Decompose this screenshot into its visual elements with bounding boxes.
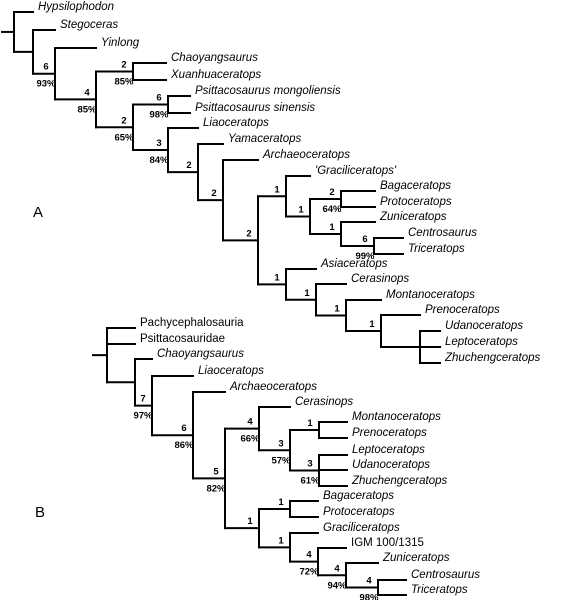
panel-a-bremer-support: 2 (186, 160, 191, 171)
panel-a-bootstrap-value: 64% (322, 204, 342, 215)
panel-a-taxon-stegoceras: Stegoceras (60, 19, 118, 31)
panel-a-bremer-support: 6 (362, 234, 367, 245)
panel-a-bremer-support: 1 (274, 184, 280, 195)
panel-b-bremer-support: 4 (366, 576, 372, 587)
panel-a-label: A (33, 204, 43, 221)
panel-b-bootstrap-value: 94% (327, 580, 347, 591)
panel-b-taxon-udanoceratops: Udanoceratops (352, 459, 430, 471)
panel-a-bremer-support: 2 (329, 187, 334, 198)
panel-b-taxon-liaoceratops: Liaoceratops (198, 365, 264, 377)
panel-a-taxon-archaeoceratops: Archaeoceratops (262, 149, 350, 161)
panel-a-bremer-support: 2 (121, 115, 126, 126)
panel-a-taxon-xuanhuaceratops: Xuanhuaceratops (170, 69, 261, 81)
panel-a-bootstrap-value: 85% (77, 104, 97, 115)
panel-b-taxon-bagaceratops: Bagaceratops (323, 490, 394, 502)
panel-b-bremer-support: 4 (247, 417, 253, 428)
panel-b-taxon-zuniceratops: Zuniceratops (382, 552, 450, 564)
panel-a-bootstrap-value: 65% (114, 132, 134, 143)
panel-b-bootstrap-value: 72% (299, 567, 319, 578)
panel-b-bremer-support: 6 (181, 423, 186, 434)
panel-b-taxon-pachycephalosauria: Pachycephalosauria (140, 317, 244, 329)
panel-b-taxon-triceratops: Triceratops (411, 584, 468, 596)
panel-a-bremer-support: 2 (121, 60, 126, 71)
panel-a-bremer-support: 6 (156, 93, 161, 104)
panel-a-taxon-hypsilophodon: Hypsilophodon (38, 1, 114, 13)
panel-a-taxon-psittacosaurus-mongoliensis: Psittacosaurus mongoliensis (195, 85, 341, 97)
panel-a-bootstrap-value: 99% (355, 251, 375, 262)
panel-a-taxon-yamaceratops: Yamaceratops (228, 133, 302, 145)
panel-b-taxon-psittacosauridae: Psittacosauridae (140, 333, 225, 345)
panel-a-bremer-support: 3 (156, 138, 161, 149)
panel-b-bootstrap-value: 97% (133, 411, 153, 422)
panel-a-bremer-support: 1 (369, 319, 375, 330)
panel-a-taxon-prenoceratops: Prenoceratops (425, 304, 500, 316)
panel-b-bremer-support: 1 (307, 418, 313, 429)
panel-b-taxon-chaoyangsaurus: Chaoyangsaurus (157, 348, 244, 360)
panel-a-bootstrap-value: 85% (114, 77, 134, 88)
panel-b-bremer-support: 4 (334, 563, 340, 574)
panel-b-taxon-montanoceratops: Montanoceratops (352, 411, 441, 423)
panel-b-bootstrap-value: 82% (206, 483, 226, 494)
panel-b-bremer-support: 4 (306, 550, 312, 561)
panel-a-bremer-support: 4 (84, 87, 90, 98)
panel-b-bremer-support: 1 (247, 516, 253, 527)
panel-a-tree: HypsilophodonStegocerasYinlongChaoyangsa… (1, 1, 541, 364)
panel-a-taxon-asiaceratops: Asiaceratops (320, 258, 388, 270)
panel-a-bremer-support: 1 (329, 222, 335, 233)
panel-a-bremer-support: 2 (211, 188, 216, 199)
panel-a-taxon-yinlong: Yinlong (101, 37, 140, 49)
panel-b-bremer-support: 3 (307, 459, 312, 470)
panel-b-bremer-support: 1 (278, 535, 284, 546)
panel-a-taxon-montanoceratops: Montanoceratops (386, 289, 475, 301)
panel-a-bremer-support: 1 (274, 272, 280, 283)
panel-a-taxon-leptoceratops: Leptoceratops (445, 336, 518, 348)
panel-a-taxon-zuniceratops: Zuniceratops (379, 211, 447, 223)
panel-b-bootstrap-value: 57% (271, 455, 291, 466)
panel-b-taxon-leptoceratops: Leptoceratops (352, 444, 425, 456)
panel-a-taxon-psittacosaurus-sinensis: Psittacosaurus sinensis (195, 102, 315, 114)
panel-a-taxon-cerasinops: Cerasinops (351, 273, 409, 285)
panel-b-bootstrap-value: 86% (174, 440, 194, 451)
panel-b-taxon-igm-100-1315: IGM 100/1315 (351, 537, 424, 549)
panel-b-bootstrap-value: 98% (359, 593, 379, 600)
panel-a-taxon-protoceratops: Protoceratops (380, 196, 452, 208)
panel-a-bootstrap-value: 84% (149, 155, 169, 166)
panel-a-bremer-support: 1 (334, 304, 340, 315)
panel-b-taxon-graciliceratops: Graciliceratops (323, 522, 400, 534)
panel-b-taxon-prenoceratops: Prenoceratops (352, 427, 427, 439)
panel-a-taxon-chaoyangsaurus: Chaoyangsaurus (171, 52, 258, 64)
panel-a-taxon-udanoceratops: Udanoceratops (445, 320, 523, 332)
panel-a-bremer-support: 6 (43, 62, 48, 73)
panel-a-taxon-triceratops: Triceratops (408, 243, 465, 255)
panel-a-taxon-graciliceratops: 'Graciliceratops' (315, 165, 397, 177)
panel-a-bremer-support: 1 (298, 205, 304, 216)
panel-b-taxon-zhuchengceratops: Zhuchengceratops (351, 475, 448, 487)
panel-b-tree: PachycephalosauriaPsittacosauridaeChaoya… (92, 317, 480, 600)
panel-a-taxon-liaoceratops: Liaoceratops (203, 117, 269, 129)
panel-b-bremer-support: 7 (140, 394, 145, 405)
panel-a-bremer-support: 2 (246, 228, 251, 239)
panel-b-taxon-centrosaurus: Centrosaurus (411, 569, 480, 581)
panel-b-bremer-support: 3 (278, 438, 283, 449)
panel-b-taxon-archaeoceratops: Archaeoceratops (229, 381, 317, 393)
panel-b-label: B (35, 504, 45, 521)
panel-a-bremer-support: 1 (304, 288, 310, 299)
panel-a-bootstrap-value: 98% (149, 110, 169, 121)
panel-a-taxon-zhuchengceratops: Zhuchengceratops (444, 352, 541, 364)
panel-a-taxon-bagaceratops: Bagaceratops (380, 180, 451, 192)
panel-a-taxon-centrosaurus: Centrosaurus (408, 227, 477, 239)
panel-b-taxon-protoceratops: Protoceratops (323, 506, 395, 518)
panel-a-bootstrap-value: 93% (36, 79, 56, 90)
panel-b-bootstrap-value: 61% (300, 476, 320, 487)
panel-b-taxon-cerasinops: Cerasinops (295, 396, 353, 408)
panel-b-bremer-support: 1 (278, 497, 284, 508)
panel-b-bremer-support: 5 (213, 466, 219, 477)
panel-b-bootstrap-value: 66% (240, 434, 260, 445)
